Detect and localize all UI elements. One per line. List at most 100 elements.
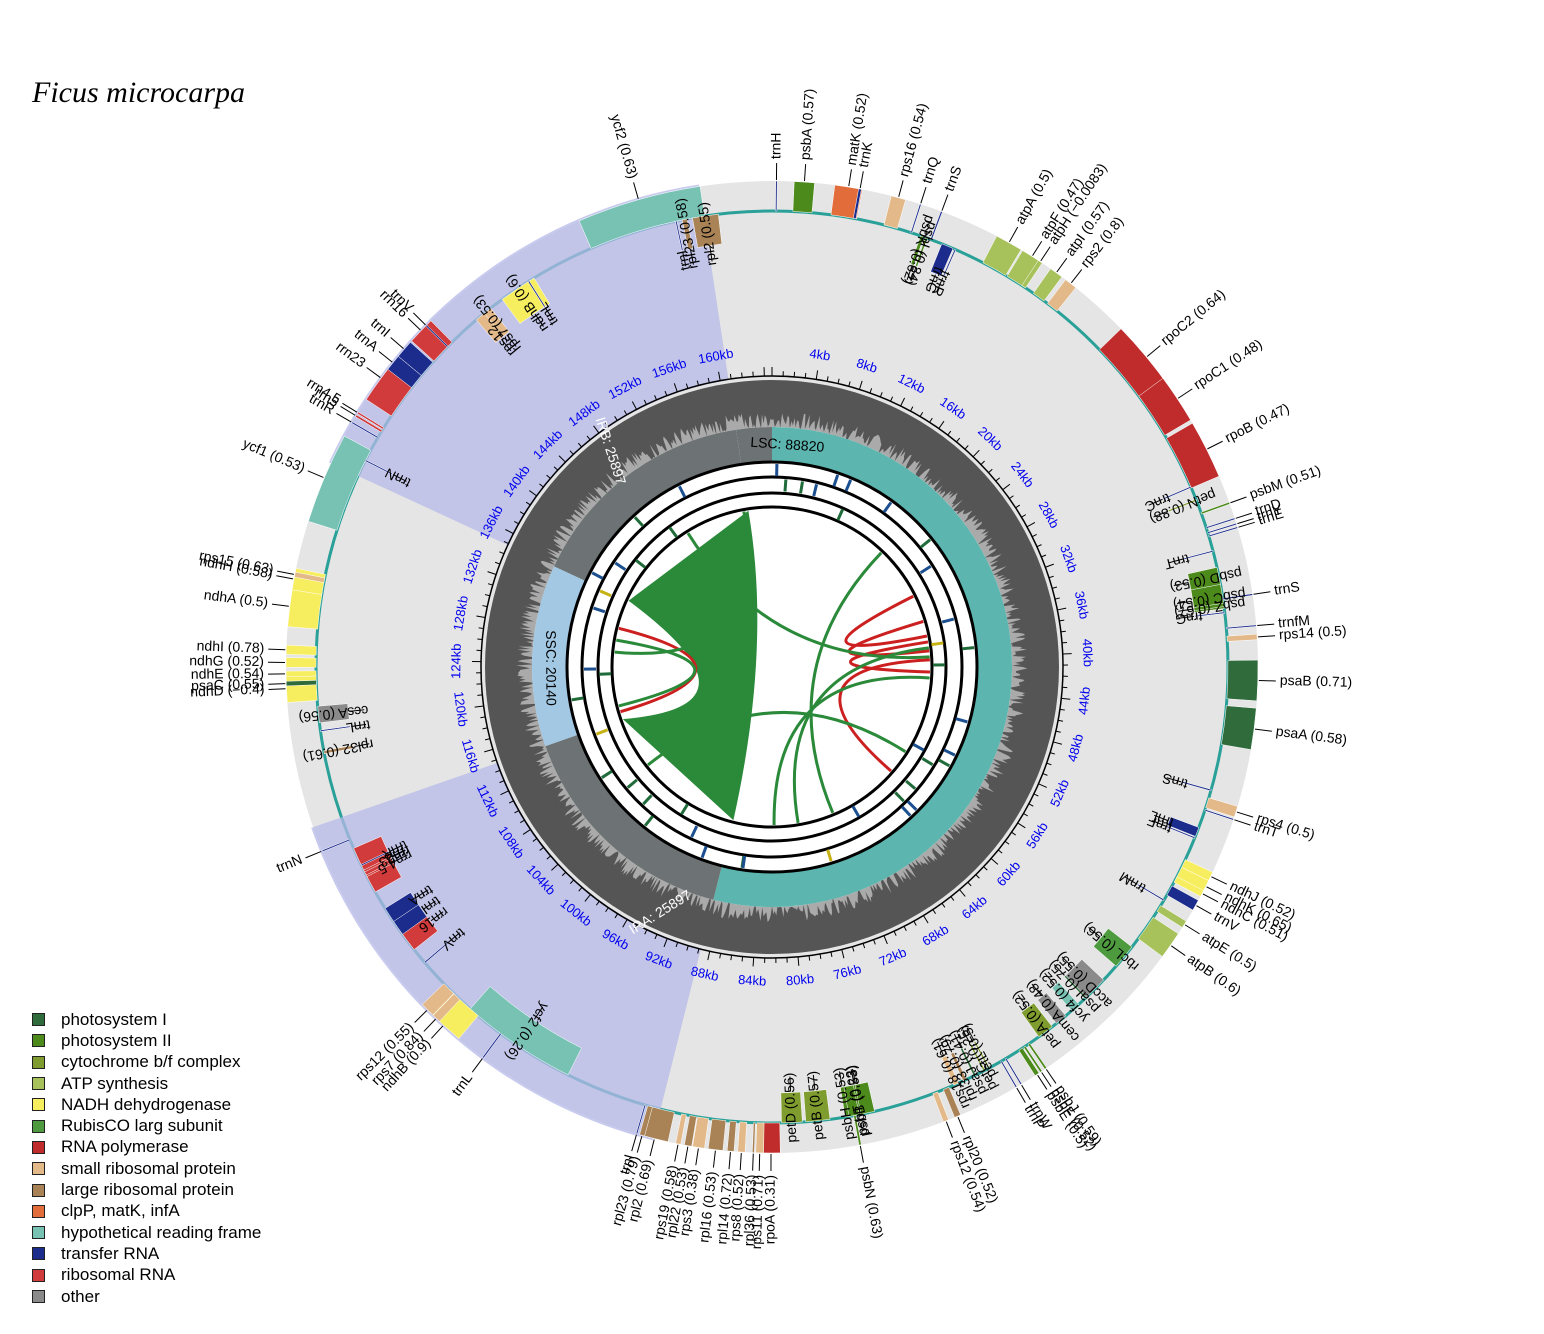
scale-tick	[1041, 554, 1047, 558]
label-leader	[1124, 876, 1138, 885]
legend-label: ribosomal RNA	[61, 1265, 176, 1285]
scale-tick	[484, 748, 494, 753]
scale-tick	[482, 605, 488, 608]
gene-block	[707, 1118, 727, 1151]
scale-tick	[1011, 831, 1016, 836]
repeat-mark	[642, 794, 653, 806]
scale-tick	[673, 383, 678, 393]
label-leader	[709, 246, 713, 262]
repeat-mark	[599, 672, 612, 676]
region-ssc	[531, 566, 586, 747]
scale-tick	[494, 561, 501, 565]
repeat-mark	[961, 646, 975, 651]
gene-block	[1173, 876, 1204, 897]
label-leader	[342, 402, 358, 413]
scale-tick	[614, 416, 618, 421]
scale-tick	[1060, 630, 1066, 633]
gene-block	[1221, 705, 1257, 750]
gene-block	[483, 307, 510, 337]
scale-tick	[923, 915, 929, 924]
label-leader	[1146, 345, 1161, 357]
gene-block	[803, 1089, 831, 1123]
repeat-mark	[799, 481, 804, 494]
scale-tick	[569, 450, 574, 455]
repeat-mark	[614, 561, 627, 571]
gene-label: trnY	[1255, 501, 1285, 524]
kb-tick-label: 48kb	[1064, 732, 1086, 763]
legend-swatch	[32, 1290, 45, 1303]
scale-tick	[474, 705, 484, 708]
label-leader	[422, 900, 436, 910]
scale-tick	[654, 395, 658, 401]
scale-tick	[890, 396, 894, 402]
region-label-ssc: SSC: 20140	[543, 630, 559, 706]
kb-tick-label: 8kb	[855, 355, 880, 376]
scale-tick	[529, 490, 537, 497]
gene-block	[1204, 809, 1234, 821]
scale-tick	[595, 900, 600, 906]
gene-block	[737, 1121, 747, 1153]
gene-block	[285, 674, 318, 703]
gene-block	[853, 1114, 862, 1146]
gene-label: trnD	[1253, 495, 1283, 518]
scale-tick	[622, 919, 628, 928]
label-leader	[276, 575, 294, 580]
gene-block	[351, 421, 379, 439]
label-leader	[631, 1134, 637, 1152]
gene-block	[1167, 498, 1197, 513]
gene-block	[432, 993, 461, 1022]
label-leader	[1153, 510, 1168, 518]
scale-tick	[584, 894, 591, 902]
gene-block	[1156, 905, 1187, 928]
scale-tick	[804, 372, 807, 378]
label-leader	[953, 1033, 962, 1048]
label-leader	[388, 844, 403, 853]
region-irb-tail	[736, 427, 772, 465]
gene-block	[969, 1043, 986, 1072]
gene-block	[360, 851, 389, 867]
gene-label: trnS	[1273, 578, 1301, 598]
gene-label: ndhE (0.54)	[191, 665, 264, 682]
label-leader	[674, 1144, 679, 1162]
gene-block	[780, 1091, 803, 1124]
gene-block	[910, 235, 925, 266]
scale-tick	[837, 378, 840, 384]
gene-block	[840, 1086, 850, 1118]
gene-block	[883, 195, 906, 229]
scale-tick	[707, 377, 710, 383]
label-leader	[268, 648, 286, 651]
legend-item: cytochrome b/f complex	[32, 1052, 261, 1073]
scale-tick	[605, 907, 609, 913]
scale-tick	[631, 401, 637, 410]
gene-block	[421, 983, 455, 1016]
label-leader	[1044, 972, 1056, 985]
label-leader	[1168, 558, 1184, 564]
gene-block	[1051, 981, 1080, 1012]
gene-label: trnT	[1163, 551, 1192, 573]
scale-tick	[546, 474, 551, 479]
scale-tick	[729, 373, 732, 379]
scale-tick	[956, 437, 961, 443]
legend-label: NADH dehydrogenase	[61, 1094, 232, 1114]
scale-tick	[623, 410, 628, 416]
gene-block	[1037, 992, 1067, 1024]
label-leader	[349, 709, 365, 712]
scale-tick	[826, 376, 829, 382]
gene-block	[1020, 1002, 1053, 1038]
scale-tick	[1049, 752, 1056, 755]
repeat-mark	[955, 717, 968, 724]
label-leader	[393, 854, 408, 863]
label-leader	[1206, 886, 1222, 895]
gene-block	[1226, 624, 1257, 630]
gene-block	[1194, 611, 1226, 618]
kb-tick-label: 76kb	[832, 961, 863, 982]
region-label-lsc: LSC: 88820	[750, 434, 825, 455]
gene-block	[1064, 975, 1087, 999]
legend-label: other	[61, 1286, 100, 1306]
label-leader	[957, 1116, 965, 1133]
scale-tick	[604, 422, 609, 427]
gene-label: trnQ	[918, 154, 942, 185]
scale-tick	[983, 866, 988, 871]
gene-block	[1226, 659, 1259, 702]
